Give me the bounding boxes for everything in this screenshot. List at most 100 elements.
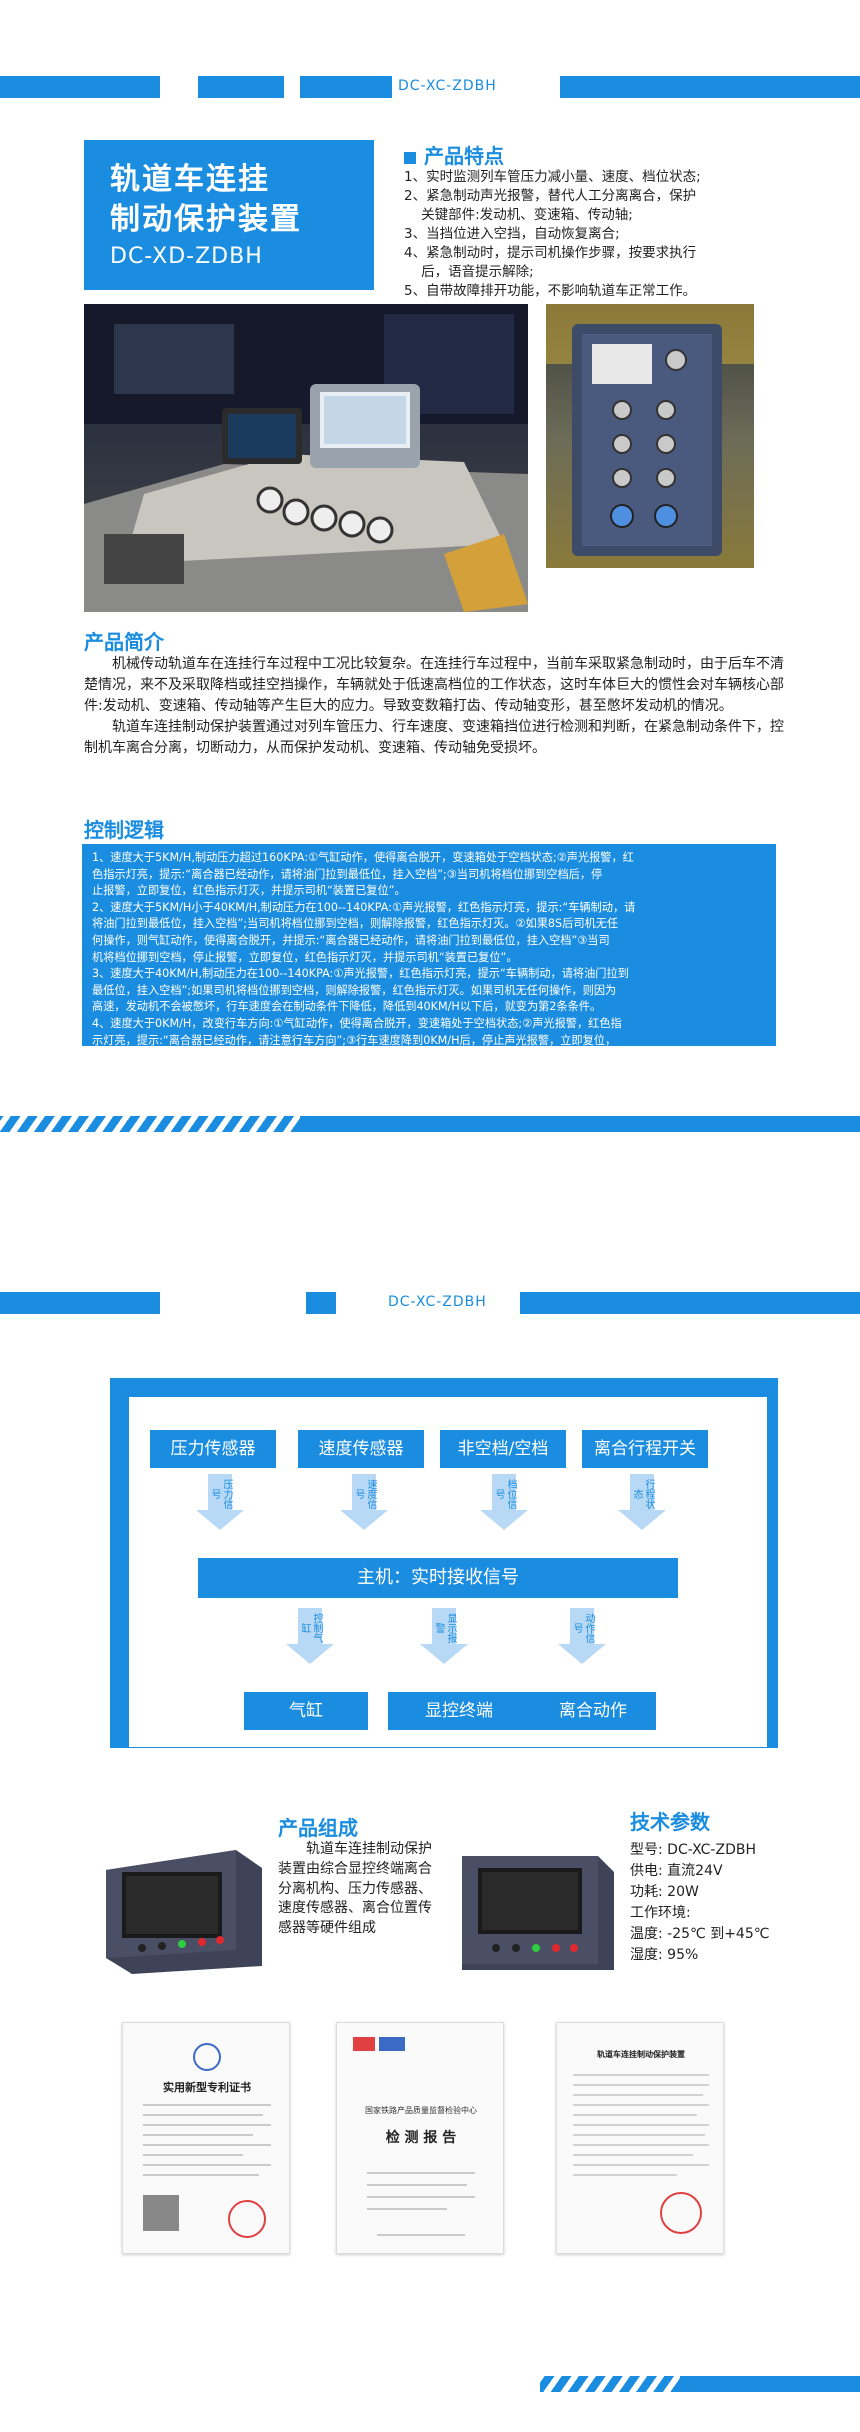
page1-header-bar-left <box>0 76 160 98</box>
logic-line: 红色指示灯灭，并提示司机“装置已复位”。 <box>92 1050 305 1064</box>
page1-header-bar-right2 <box>560 76 860 98</box>
logic-line: 机将档位挪到空档，停止报警，立即复位，红色指示灯灭，并提示司机“装置已复位”。 <box>92 950 518 964</box>
user-letter: 轨道车连挂制动保护装置 <box>556 2022 724 2254</box>
logic-line: 示灯亮，提示:“离合器已经动作，请注意行车方向”;③行车速度降到0KM/H后，停… <box>92 1033 617 1047</box>
down-arrow-icon <box>618 1510 666 1530</box>
report-logo-icon <box>379 2037 405 2051</box>
feature-item: 4、紧急制动时，提示司机操作步骤，按要求执行 <box>404 245 697 261</box>
tech-item: 型号: DC-XC-ZDBH <box>630 1842 756 1858</box>
page1-footer-bar <box>300 1116 860 1132</box>
arrow-label: 显示报警 <box>432 1608 456 1646</box>
tech-item: 湿度: 95% <box>630 1947 699 1963</box>
arrow-label: 压力信号 <box>208 1474 232 1512</box>
logic-line: 1、速度大于5KM/H,制动压力超过160KPA:①气缸动作，使得离合脱开，变速… <box>92 851 634 864</box>
output-box-terminal: 显控终端 <box>388 1692 530 1730</box>
patent-seal-icon <box>193 2043 221 2071</box>
arrow-label: 速度信号 <box>352 1474 376 1512</box>
down-arrow-icon <box>420 1644 468 1664</box>
device-image-right <box>448 1840 618 1980</box>
page2-header-bar-mid <box>306 1292 336 1314</box>
logic-line: 3、速度大于40KM/H,制动压力在100--140KPA:①声光报警，红色指示… <box>92 967 629 981</box>
arrow-label: 行程状态 <box>630 1474 654 1512</box>
page2-footer-bar <box>680 2376 860 2392</box>
patent-certificate-title: 实用新型专利证书 <box>163 2081 251 2094</box>
arrow-control-cylinder: 控制气缸 <box>286 1608 334 1668</box>
sensor-box-gear: 非空档/空档 <box>440 1430 566 1468</box>
sensor-box-speed: 速度传感器 <box>298 1430 424 1468</box>
report-title: 检 测 报 告 <box>385 2130 457 2146</box>
down-arrow-icon <box>286 1644 334 1664</box>
page2-code-label: DC-XC-ZDBH <box>388 1294 487 1310</box>
tech-item: 供电: 直流24V <box>630 1863 723 1879</box>
arrow-speed-signal: 速度信号 <box>340 1474 388 1534</box>
intro-text: 机械传动轨道车在连挂行车过程中工况比较复杂。在连挂行车过程中，当前车采取紧急制动… <box>84 654 784 759</box>
output-box-clutch: 离合动作 <box>530 1692 656 1730</box>
logic-title: 控制逻辑 <box>84 818 164 842</box>
feature-item: 后，语音提示解除; <box>404 264 534 280</box>
tech-item: 温度: -25℃ 到+45℃ <box>630 1926 770 1942</box>
down-arrow-icon <box>196 1510 244 1530</box>
product-title-code: DC-XD-ZDBH <box>110 244 263 269</box>
logic-line: 色指示灯亮，提示:“离合器已经动作，请将油门拉到最低位，挂入空档”;③当司机将档… <box>92 867 603 881</box>
down-arrow-icon <box>340 1510 388 1530</box>
logic-line: 2、速度大于5KM/H小于40KM/H,制动压力在100--140KPA:①声光… <box>92 900 636 914</box>
intro-title: 产品简介 <box>84 630 164 654</box>
device-photo <box>546 304 754 568</box>
arrow-label: 动作信号 <box>570 1608 594 1646</box>
report-logo-icon <box>353 2037 375 2051</box>
report-org: 国家铁路产品质量监督检验中心 <box>365 2106 477 2115</box>
arrow-display-alarm: 显示报警 <box>420 1608 468 1668</box>
page1-code-label: DC-XC-ZDBH <box>398 78 497 94</box>
logic-line: 止报警，立即复位，红色指示灯灭，并提示司机“装置已复位”。 <box>92 884 406 898</box>
logic-line: 4、速度大于0KM/H，改变行车方向:①气缸动作，使得离合脱开，变速箱处于空档状… <box>92 1016 622 1030</box>
host-box: 主机：实时接收信号 <box>198 1558 678 1598</box>
page2-footer-stripe <box>540 2376 680 2392</box>
composition-text: 轨道车连挂制动保护装置由综合显控终端离合分离机构、压力传感器、速度传感器、离合位… <box>278 1841 432 1937</box>
product-title-line1: 轨道车连挂 <box>110 162 270 197</box>
sensor-box-clutch: 离合行程开关 <box>582 1430 708 1468</box>
arrow-label: 控制气缸 <box>298 1608 322 1646</box>
page1-header-bar-right <box>300 76 392 98</box>
sensor-box-pressure: 压力传感器 <box>150 1430 276 1468</box>
tech-item: 工作环境: <box>630 1905 691 1921</box>
logic-line: 何操作，则气缸动作，使得离合脱开，并提示:“离合器已经动作，请将油门拉到最低位，… <box>92 933 610 947</box>
down-arrow-icon <box>558 1644 606 1664</box>
logic-line: 高速，发动机不会被憋坏，行车速度会在制动条件下降低，降低到40KM/H以下后，就… <box>92 1000 602 1014</box>
feature-item: 关键部件:发动机、变速箱、传动轴; <box>404 207 633 223</box>
down-arrow-icon <box>480 1510 528 1530</box>
cab-photo <box>84 304 528 612</box>
feature-item: 3、当挡位进入空挡，自动恢复离合; <box>404 226 620 242</box>
arrow-label: 档位信号 <box>492 1474 516 1512</box>
test-report: 国家铁路产品质量监督检验中心 检 测 报 告 <box>336 2022 504 2254</box>
feature-item: 1、实时监测列车管压力减小量、速度、档位状态; <box>404 169 701 185</box>
logic-line: 最低位，挂入空档”;如果司机将档位挪到空档，则解除报警，红色指示灯灭。如果司机无… <box>92 983 617 997</box>
arrow-gear-signal: 档位信号 <box>480 1474 528 1534</box>
composition-title: 产品组成 <box>278 1816 358 1840</box>
patent-certificate: 实用新型专利证书 <box>122 2022 290 2254</box>
features-list: 1、实时监测列车管压力减小量、速度、档位状态; 2、紧急制动声光报警，替代人工分… <box>404 168 804 301</box>
page2-header-bar-right <box>520 1292 860 1314</box>
features-title: 产品特点 <box>404 140 504 169</box>
device-image-left <box>96 1840 268 1980</box>
arrow-clutch-signal: 行程状态 <box>618 1474 666 1534</box>
page2-header-bar-left <box>0 1292 160 1314</box>
product-title-line2: 制动保护装置 <box>110 202 302 237</box>
arrow-pressure-signal: 压力信号 <box>196 1474 244 1534</box>
intro-paragraph-2: 轨道车连挂制动保护装置通过对列车管压力、行车速度、变速箱挡位进行检测和判断，在紧… <box>84 719 784 756</box>
tech-list: 型号: DC-XC-ZDBH 供电: 直流24V 功耗: 20W 工作环境: 温… <box>630 1840 769 1966</box>
page2-footer-bar-left <box>0 2376 540 2392</box>
feature-item: 2、紧急制动声光报警，替代人工分离离合，保护 <box>404 188 697 204</box>
logic-box: 1、速度大于5KM/H,制动压力超过160KPA:①气缸动作，使得离合脱开，变速… <box>82 844 776 1063</box>
page1-footer-stripe <box>0 1116 300 1132</box>
arrow-action-signal: 动作信号 <box>558 1608 606 1668</box>
letter-title: 轨道车连挂制动保护装置 <box>597 2050 685 2059</box>
intro-paragraph-1: 机械传动轨道车在连挂行车过程中工况比较复杂。在连挂行车过程中，当前车采取紧急制动… <box>84 656 784 714</box>
square-bullet-icon <box>404 151 416 164</box>
features-title-text: 产品特点 <box>424 144 504 168</box>
tech-title: 技术参数 <box>630 1810 710 1834</box>
tech-item: 功耗: 20W <box>630 1884 699 1900</box>
page1-header-bar-mid <box>198 76 284 98</box>
feature-item: 5、自带故障排开功能，不影响轨道车正常工作。 <box>404 283 697 299</box>
product-title-box: 轨道车连挂 制动保护装置 DC-XD-ZDBH <box>84 140 374 290</box>
output-box-cylinder: 气缸 <box>244 1692 368 1730</box>
